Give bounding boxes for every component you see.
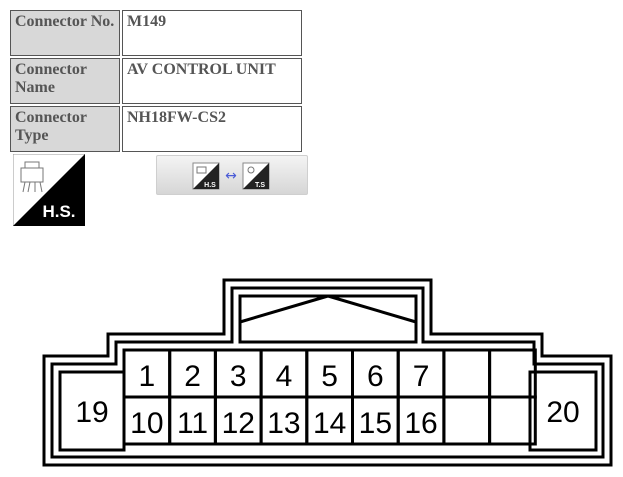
pin-cavity-right — [528, 370, 598, 452]
svg-text:T.S: T.S — [255, 182, 265, 189]
harness-side-icon: H.S. — [13, 154, 85, 226]
pin-label-left: 19 — [75, 396, 108, 429]
svg-text:H.S: H.S — [204, 182, 216, 189]
pin-label: 3 — [230, 360, 247, 393]
pin-cavity — [488, 395, 537, 446]
pin-cavity — [442, 395, 492, 446]
pin-cavity-left — [58, 370, 126, 452]
connector-name-value: AV CONTROL UNIT — [122, 58, 302, 104]
pin-label: 4 — [276, 360, 293, 393]
connector-info-table: Connector No. M149 Connector Name AV CON… — [8, 8, 304, 154]
view-toggle-button[interactable]: H.S ↔ T.S — [156, 155, 308, 195]
connector-housing-outline — [42, 278, 613, 467]
pin-label: 6 — [367, 360, 384, 393]
pin-label: 1 — [139, 360, 156, 393]
pin-label: 5 — [321, 360, 338, 393]
connector-type-label: Connector Type — [10, 106, 120, 152]
pin-label: 14 — [313, 407, 346, 440]
pin-label-right: 20 — [546, 396, 579, 429]
pin-label: 12 — [222, 407, 255, 440]
connector-type-row: Connector Type NH18FW-CS2 — [10, 106, 302, 152]
connector-housing-inner-outline — [50, 286, 605, 459]
pin-label: 10 — [130, 407, 163, 440]
pin-label: 7 — [413, 360, 430, 393]
harness-side-toggle-icon: H.S — [192, 162, 220, 190]
locking-latch — [238, 294, 418, 344]
connector-number-value: M149 — [122, 10, 302, 56]
pin-label: 15 — [359, 407, 392, 440]
pin-label: 11 — [177, 407, 208, 440]
connector-number-label: Connector No. — [10, 10, 120, 56]
terminal-side-toggle-icon: T.S — [242, 162, 270, 190]
connector-type-value: NH18FW-CS2 — [122, 106, 302, 152]
pin-label: 2 — [184, 360, 201, 393]
connector-name-row: Connector Name AV CONTROL UNIT — [10, 58, 302, 104]
connector-number-row: Connector No. M149 — [10, 10, 302, 56]
pin-cavity — [488, 348, 537, 399]
hs-badge-text: H.S. — [42, 202, 75, 221]
connector-name-label: Connector Name — [10, 58, 120, 104]
pin-label: 16 — [404, 407, 437, 440]
connector-plug-icon — [20, 161, 44, 193]
pin-cavity — [442, 348, 492, 399]
pin-label: 13 — [267, 407, 300, 440]
swap-arrow-icon: ↔ — [225, 168, 237, 184]
